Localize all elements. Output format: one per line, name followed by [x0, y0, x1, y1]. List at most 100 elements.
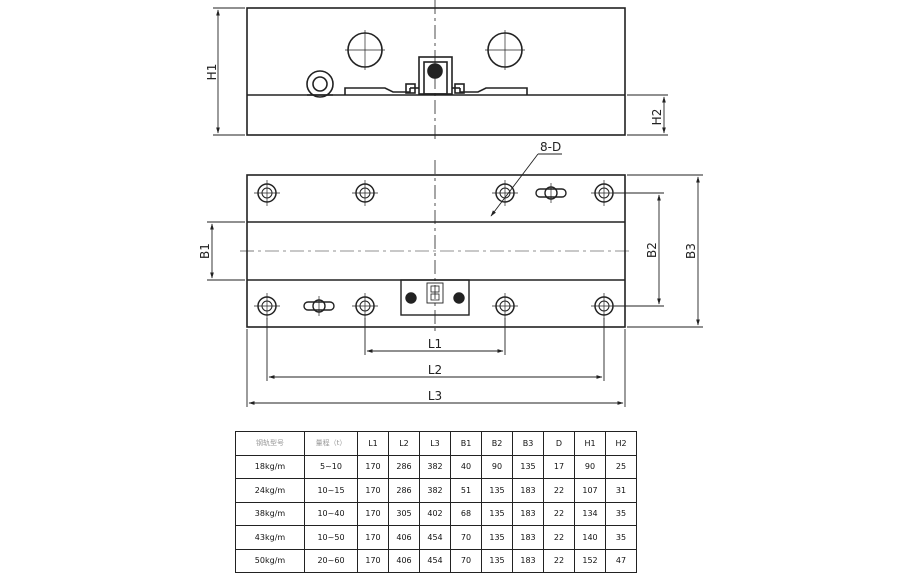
header-b1: B1 — [450, 431, 482, 456]
table-cell: 183 — [512, 478, 544, 503]
table-cell: 40 — [450, 454, 482, 479]
table-cell: 18kg/m — [235, 454, 305, 479]
dim-b1 — [207, 221, 245, 281]
table-cell: 170 — [357, 501, 389, 526]
header-h1: H1 — [574, 431, 606, 456]
table-cell: 382 — [419, 454, 451, 479]
table-cell: 22 — [543, 548, 575, 573]
hole-bottom-3 — [492, 293, 518, 319]
table-cell: 135 — [481, 548, 513, 573]
table-cell: 38kg/m — [235, 501, 305, 526]
dim-b3 — [627, 174, 703, 328]
table-cell: 170 — [357, 548, 389, 573]
hole-bottom-2 — [352, 293, 378, 319]
table-cell: 406 — [388, 525, 420, 550]
hole-top-4 — [591, 180, 617, 206]
table-cell: 22 — [543, 525, 575, 550]
lifting-ring — [306, 70, 334, 98]
table-cell: 286 — [388, 478, 420, 503]
table-cell: 183 — [512, 525, 544, 550]
hole-bottom-1 — [254, 293, 280, 319]
table-row: 50kg/m 20~60 170 406 454 70 135 183 22 1… — [235, 548, 637, 573]
header-l3: L3 — [419, 431, 451, 456]
dim-h2 — [627, 94, 668, 136]
table-cell: 402 — [419, 501, 451, 526]
dim-l3 — [246, 329, 626, 407]
spec-table: 钢轨型号 量程（t） L1 L2 L3 B1 B2 B3 D H1 H2 18k… — [235, 431, 637, 573]
table-cell: 183 — [512, 548, 544, 573]
table-cell: 135 — [481, 478, 513, 503]
table-cell: 24kg/m — [235, 478, 305, 503]
sensor-bracket — [344, 56, 528, 95]
table-cell: 10~15 — [304, 478, 358, 503]
table-cell: 90 — [481, 454, 513, 479]
front-view-body — [246, 7, 626, 136]
table-cell: 5~10 — [304, 454, 358, 479]
label-b3: B3 — [684, 243, 698, 259]
dim-h1 — [213, 7, 245, 136]
table-cell: 22 — [543, 478, 575, 503]
technical-drawing: H1 H2 — [198, 0, 703, 407]
table-cell: 22 — [543, 501, 575, 526]
table-cell: 31 — [605, 478, 637, 503]
table-cell: 51 — [450, 478, 482, 503]
front-bolt-left — [345, 30, 385, 70]
header-rail-model: 钢轨型号 — [235, 431, 305, 456]
table-cell: 10~50 — [304, 525, 358, 550]
hole-top-2 — [352, 180, 378, 206]
table-cell: 134 — [574, 501, 606, 526]
header-capacity: 量程（t） — [304, 431, 358, 456]
front-view — [246, 7, 626, 136]
table-cell: 170 — [357, 454, 389, 479]
table-cell: 183 — [512, 501, 544, 526]
header-l1: L1 — [357, 431, 389, 456]
table-cell: 152 — [574, 548, 606, 573]
table-cell: 170 — [357, 525, 389, 550]
table-cell: 25 — [605, 454, 637, 479]
label-d: 8-D — [540, 140, 561, 154]
label-l3: L3 — [428, 389, 442, 403]
table-cell: 454 — [419, 548, 451, 573]
table-row: 24kg/m 10~15 170 286 382 51 135 183 22 1… — [235, 478, 637, 503]
dim-b2 — [614, 192, 664, 307]
table-row: 18kg/m 5~10 170 286 382 40 90 135 17 90 … — [235, 454, 637, 479]
table-cell: 50kg/m — [235, 548, 305, 573]
front-bolt-right — [485, 30, 525, 70]
label-l1: L1 — [428, 337, 442, 351]
label-l2: L2 — [428, 363, 442, 377]
dim-l1 — [364, 318, 506, 355]
table-cell: 47 — [605, 548, 637, 573]
table-cell: 35 — [605, 525, 637, 550]
table-row: 43kg/m 10~50 170 406 454 70 135 183 22 1… — [235, 525, 637, 550]
table-cell: 170 — [357, 478, 389, 503]
table-cell: 454 — [419, 525, 451, 550]
dim-l2 — [266, 318, 605, 381]
table-header-row: 钢轨型号 量程（t） L1 L2 L3 B1 B2 B3 D H1 H2 — [235, 431, 637, 456]
hole-bottom-4 — [591, 293, 617, 319]
table-cell: 135 — [481, 501, 513, 526]
table-cell: 68 — [450, 501, 482, 526]
table-cell: 10~40 — [304, 501, 358, 526]
table-row: 38kg/m 10~40 170 305 402 68 135 183 22 1… — [235, 501, 637, 526]
table-cell: 406 — [388, 548, 420, 573]
table-cell: 135 — [481, 525, 513, 550]
label-h2: H2 — [650, 109, 664, 126]
table-cell: 140 — [574, 525, 606, 550]
table-cell: 70 — [450, 548, 482, 573]
dim-hole-diameter — [490, 153, 562, 217]
label-b1: B1 — [198, 243, 212, 259]
header-b2: B2 — [481, 431, 513, 456]
table-cell: 286 — [388, 454, 420, 479]
table-cell: 90 — [574, 454, 606, 479]
hole-top-3 — [492, 180, 518, 206]
header-l2: L2 — [388, 431, 420, 456]
table-cell: 107 — [574, 478, 606, 503]
table-cell: 43kg/m — [235, 525, 305, 550]
slot-bottom — [303, 296, 335, 316]
table-cell: 70 — [450, 525, 482, 550]
header-h2: H2 — [605, 431, 637, 456]
mounting-holes — [254, 180, 617, 319]
label-h1: H1 — [205, 64, 219, 81]
table-cell: 305 — [388, 501, 420, 526]
table-cell: 135 — [512, 454, 544, 479]
